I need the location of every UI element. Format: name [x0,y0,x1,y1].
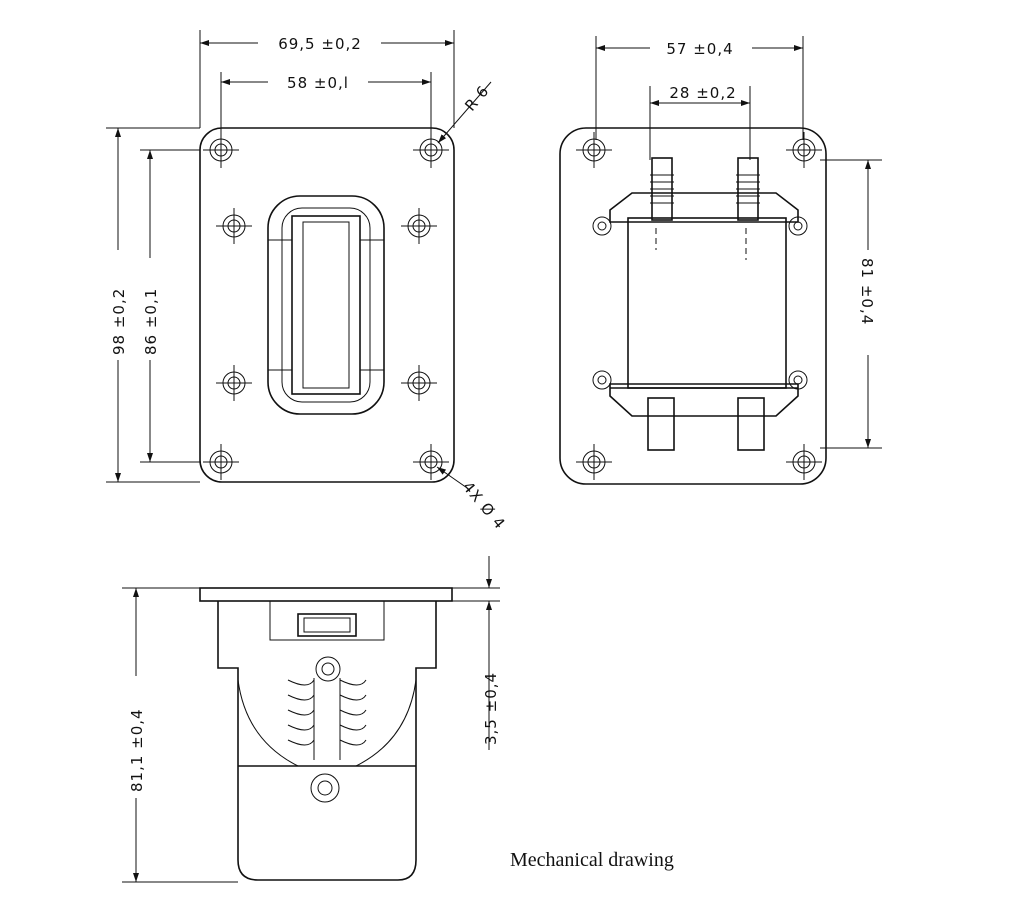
front-view-dimensions: 81,1 ±0,4 3,5 ±0,4 [122,556,500,883]
drawing-caption: Mechanical drawing [510,849,674,871]
pin-spacing-label: 28 ±0,2 [669,84,736,102]
width-overall-label: 69,5 ±0,2 [278,35,362,53]
top-view: 69,5 ±0,2 58 ±0,l R 6 98 ±0,2 86 ±0,1 4X… [106,30,509,533]
front-height-overall-label: 81,1 ±0,4 [128,708,146,792]
height-overall-label: 98 ±0,2 [110,288,128,355]
hole-spec-label: 4X Ø 4 [459,478,509,533]
top-view-core [267,195,385,415]
top-view-mounting-holes [202,131,450,481]
side-view-transformer-body [592,157,808,451]
front-view-body [217,601,437,881]
side-height-holes-label: 81 ±0,4 [858,258,876,325]
corner-radius-label: R 6 [461,82,493,115]
side-view-flange-outline [559,127,827,485]
top-view-dimensions: 69,5 ±0,2 58 ±0,l R 6 98 ±0,2 86 ±0,1 4X… [106,30,509,533]
height-holes-label: 86 ±0,1 [142,288,160,355]
side-view: 57 ±0,4 28 ±0,2 81 ±0,4 [559,36,882,485]
front-view: 81,1 ±0,4 3,5 ±0,4 [122,556,500,883]
width-holes-label: 58 ±0,l [287,74,349,92]
top-view-flange-outline [199,127,455,483]
flange-thickness-label: 3,5 ±0,4 [482,672,500,745]
side-view-dimensions: 57 ±0,4 28 ±0,2 81 ±0,4 [595,36,882,449]
front-view-flange [199,587,453,602]
side-view-mounting-holes [575,131,823,481]
side-width-holes-label: 57 ±0,4 [666,40,733,58]
